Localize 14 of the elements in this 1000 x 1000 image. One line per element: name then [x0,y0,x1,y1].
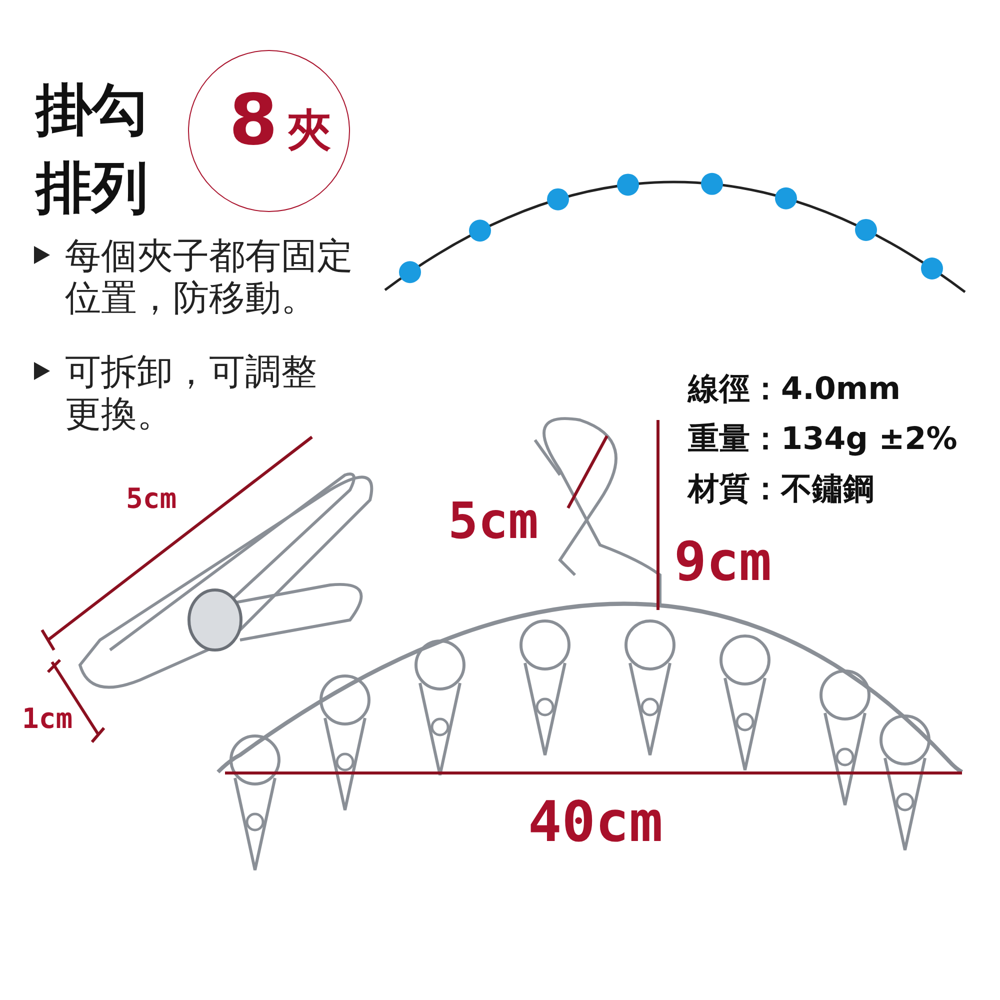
circle-badge [188,50,350,212]
bullet-text: 每個夾子都有固定位置，防移動。 [65,236,354,320]
dimension-label: 1cm [22,702,73,735]
dimension-label: 5cm [448,492,538,550]
bullet-text: 可拆卸，可調整更換。 [65,352,318,436]
spec-text: 重量：134g ±2% [688,420,958,459]
badge-number: 8 [229,85,278,155]
badge-unit: 夾 [287,109,331,153]
spec-text: 材質：不鏽鋼 [688,470,874,509]
dimension-label: 9cm [674,530,772,593]
spec-text: 線徑：4.0mm [688,370,901,409]
dimension-label: 5cm [126,482,177,515]
dimension-label: 40cm [528,790,663,855]
title: 掛勾排列 [36,77,149,223]
